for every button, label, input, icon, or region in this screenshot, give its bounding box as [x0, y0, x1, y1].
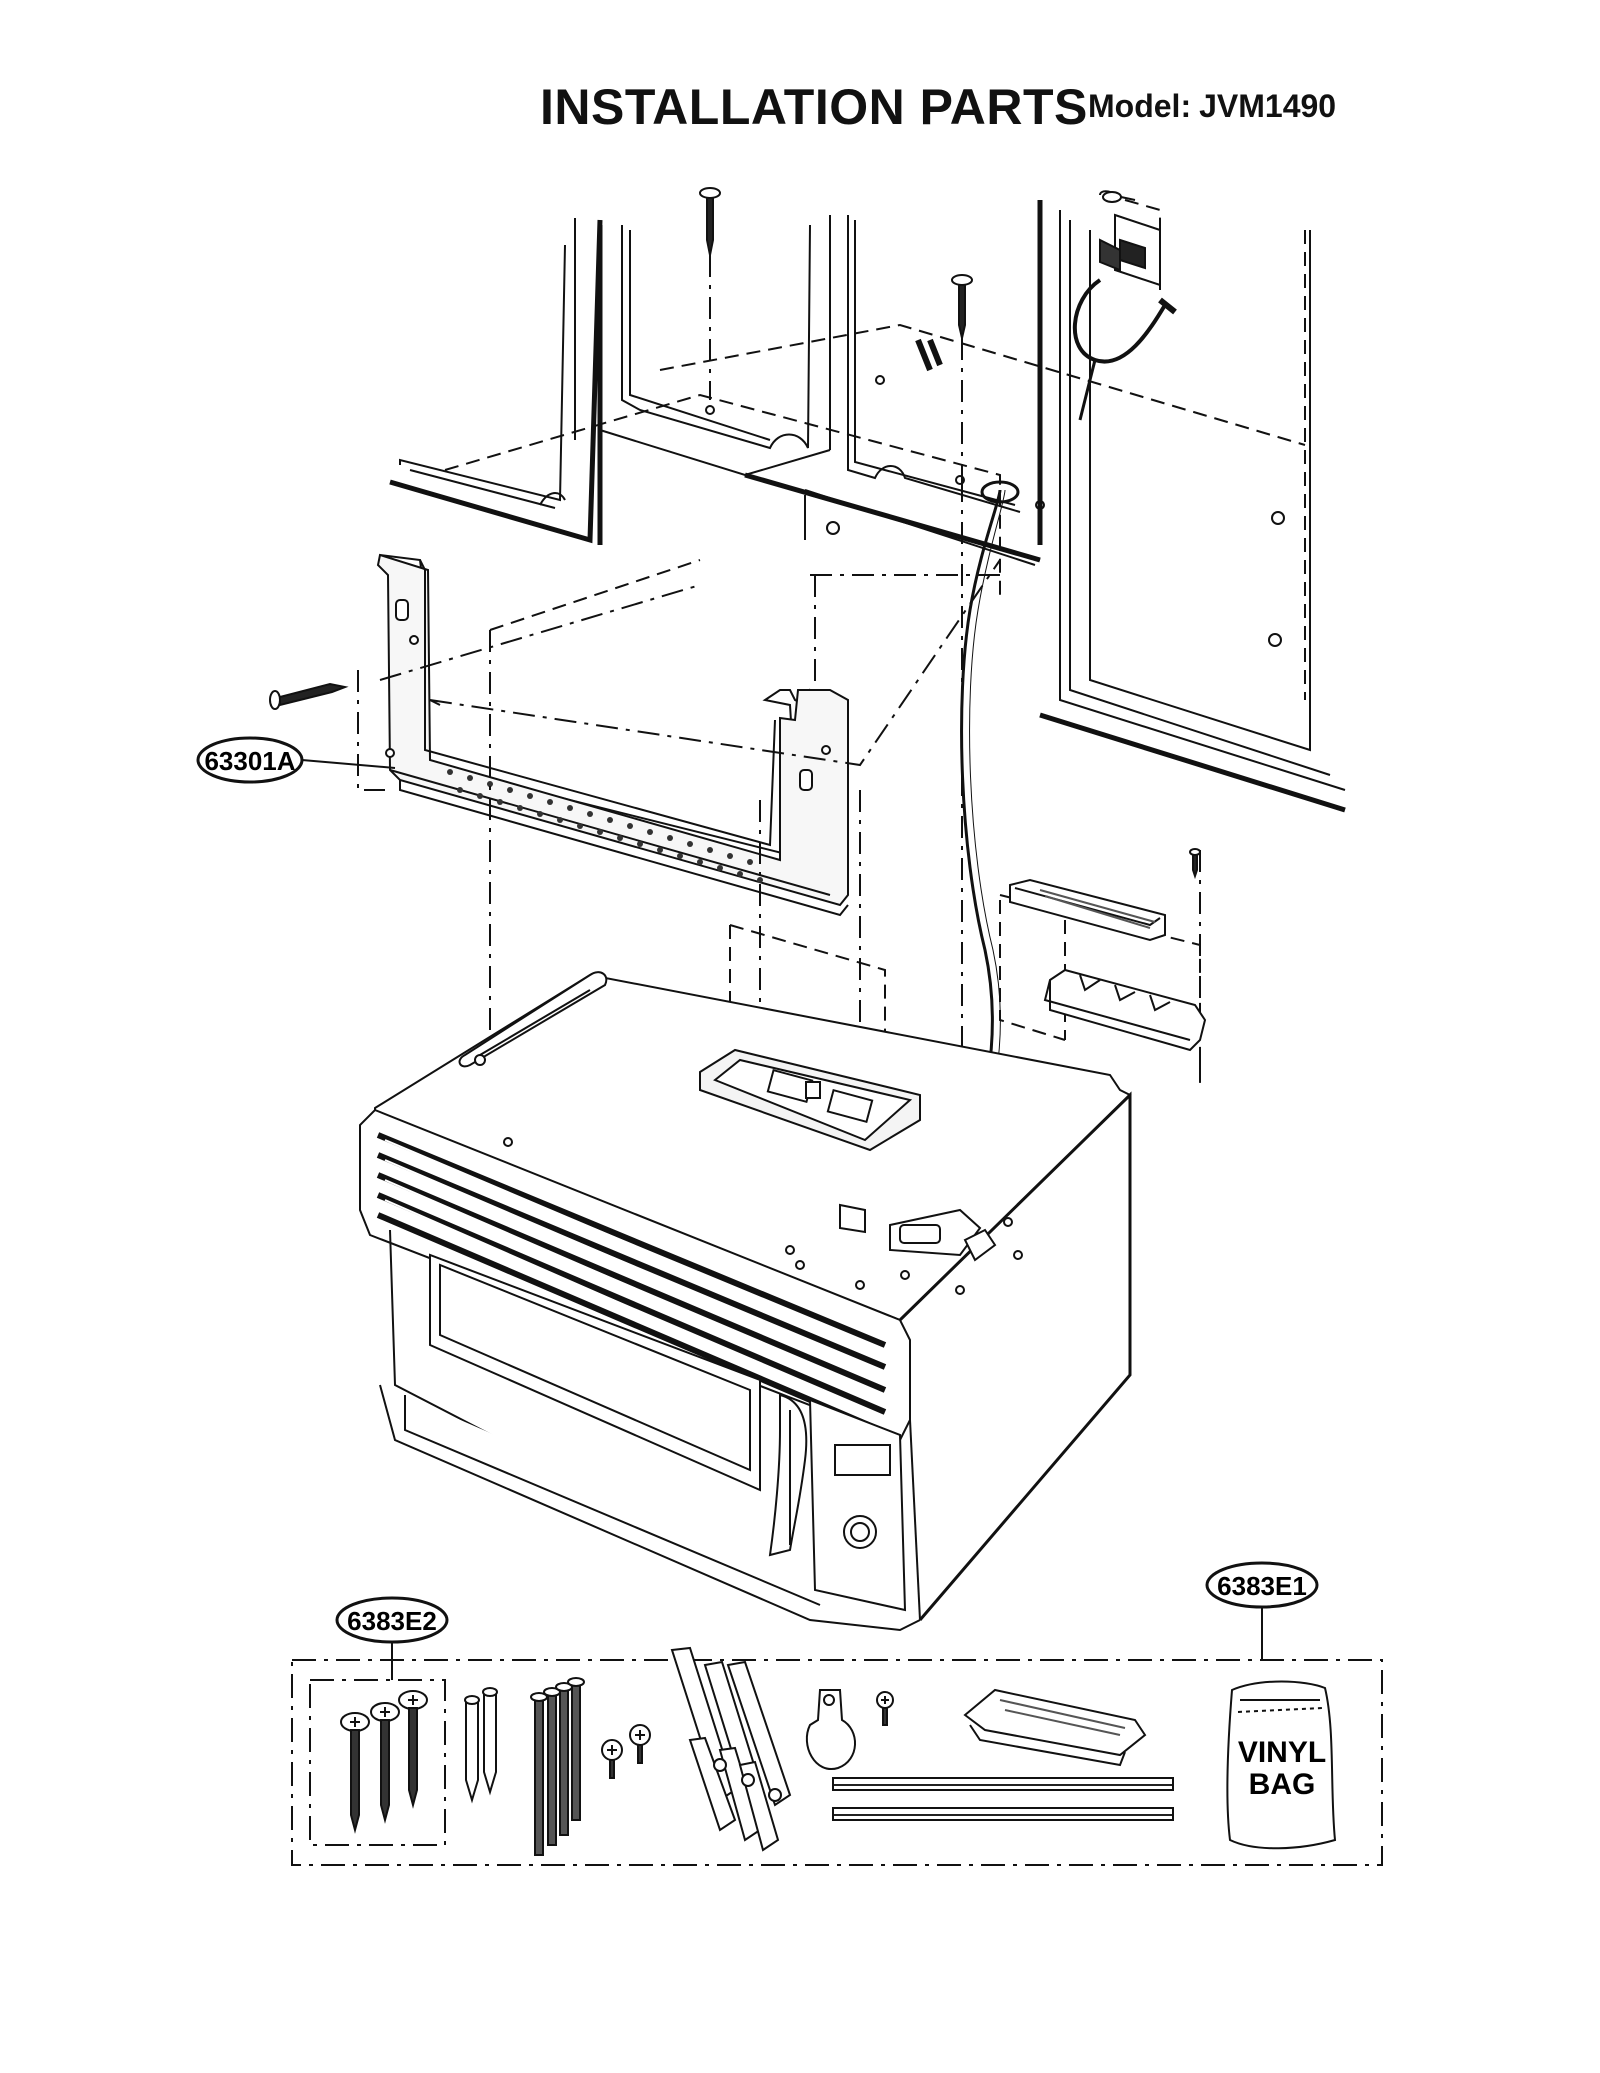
- callout-label-63301A: 63301A: [204, 746, 295, 776]
- kit-damper: [963, 1688, 1147, 1767]
- kit-small-screws: [601, 1724, 651, 1779]
- kit-wing-toggles: [670, 1646, 792, 1852]
- model-label: Model:: [1088, 88, 1192, 124]
- mounting-plate: [376, 553, 849, 917]
- hardware-kit-box: [291, 1659, 1383, 1866]
- callout-hardware-kit: [1205, 1561, 1319, 1660]
- top-screws: [699, 187, 973, 480]
- microwave-oven: [359, 971, 1132, 1632]
- vinyl-bag-label-line1: VINYL: [1238, 1736, 1326, 1769]
- kit-cord-clamp: [805, 1689, 894, 1771]
- kit-toggle-bolts: [530, 1677, 585, 1856]
- kit-anchors: [464, 1687, 498, 1804]
- callout-wall-screw-kit: [335, 1596, 449, 1680]
- model-number: JVM1490: [1199, 88, 1337, 124]
- callout-mounting-plate: [196, 736, 396, 784]
- damper-assembly: [1009, 848, 1207, 1052]
- page-title: INSTALLATION PARTS: [540, 79, 1088, 135]
- callout-label-6383E1: 6383E1: [1217, 1571, 1307, 1601]
- wall-screw: [269, 682, 349, 710]
- upper-cabinets: [389, 200, 1346, 813]
- kit-long-screws: [340, 1690, 428, 1834]
- callout-label-6383E2: 6383E2: [347, 1606, 437, 1636]
- kit-felt-strips: [832, 1777, 1174, 1821]
- vinyl-bag-label-line2: BAG: [1249, 1768, 1316, 1801]
- model-info: Model:JVM1490: [1088, 88, 1336, 125]
- kit-vinyl-bag: [1226, 1680, 1337, 1850]
